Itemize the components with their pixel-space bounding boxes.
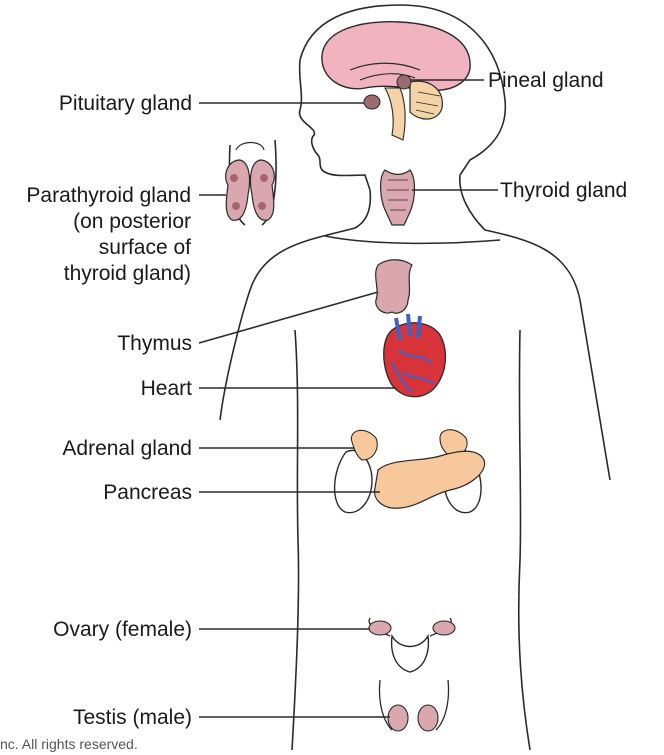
brain [321, 21, 471, 141]
label-pineal-gland: Pineal gland [488, 69, 604, 92]
thyroid-gland [380, 169, 416, 226]
label-thymus: Thymus [117, 332, 192, 355]
thymus [375, 259, 413, 314]
label-testis: Testis (male) [72, 706, 192, 729]
label-thyroid-gland: Thyroid gland [500, 179, 628, 202]
label-heart: Heart [140, 377, 192, 400]
label-parathyroid-gland: Parathyroid gland (on posterior surface … [26, 184, 191, 285]
label-ovary: Ovary (female) [53, 618, 192, 641]
label-adrenal-gland: Adrenal gland [62, 437, 192, 460]
copyright-text: nc. All rights reserved. [0, 736, 138, 752]
pituitary-gland [363, 94, 381, 110]
ovary [368, 617, 456, 673]
body-outline [219, 4, 611, 751]
pancreas [373, 450, 486, 509]
label-pancreas: Pancreas [103, 481, 192, 504]
leader-lines [198, 79, 498, 718]
testis [378, 679, 450, 732]
label-pituitary-gland: Pituitary gland [58, 92, 192, 115]
parathyroid-gland [225, 141, 275, 221]
pineal-gland [396, 74, 412, 90]
adrenal-gland [350, 429, 468, 461]
heart [383, 313, 447, 398]
